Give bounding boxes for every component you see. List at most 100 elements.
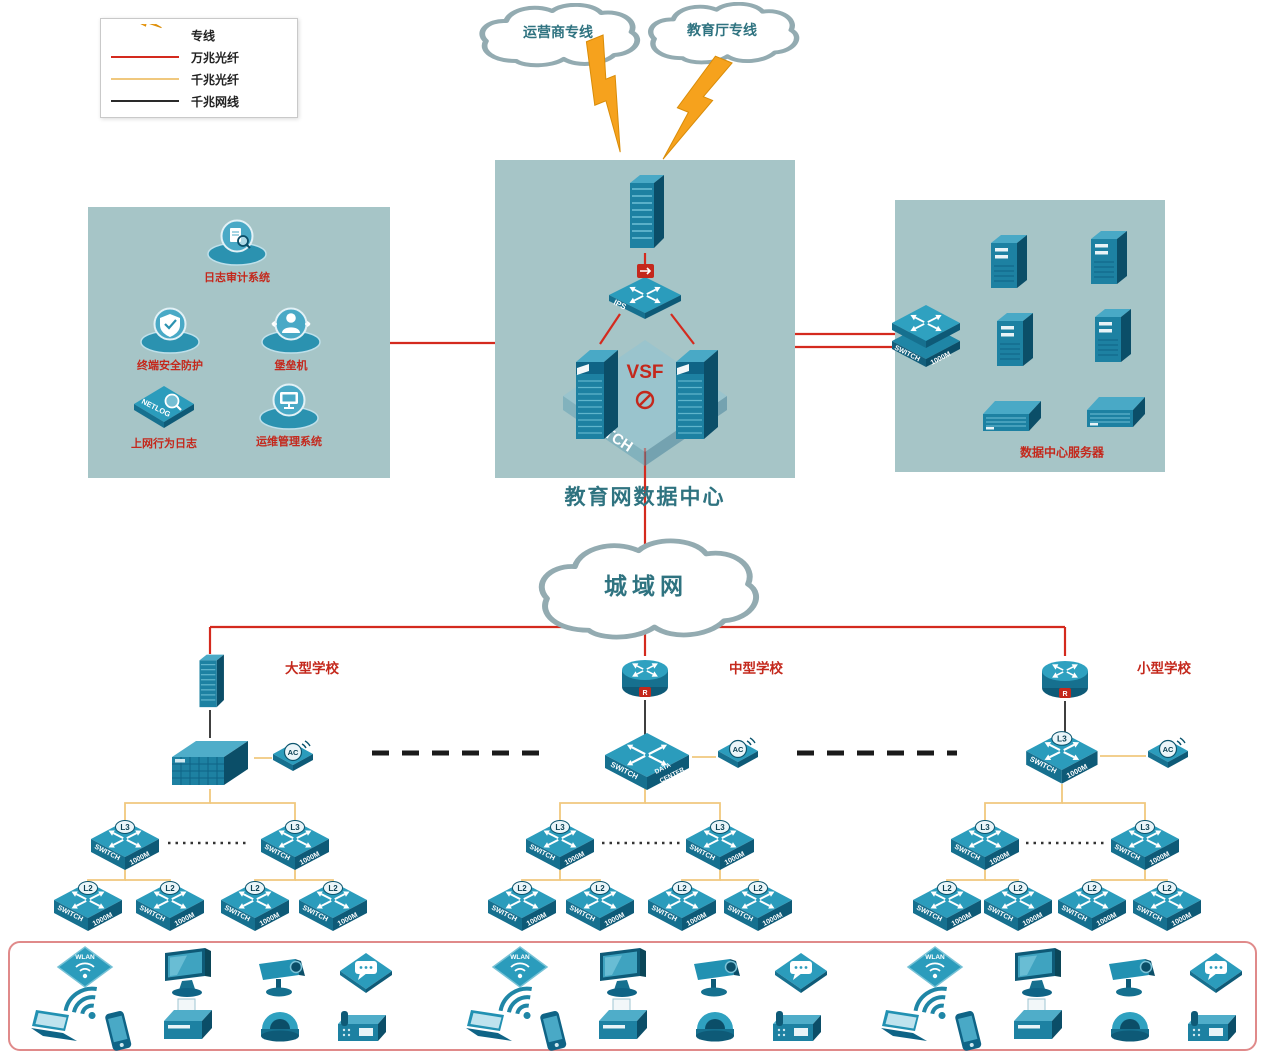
- small-school-ac: AC: [1144, 733, 1192, 775]
- legend-item-dedicated-line: 专线: [111, 24, 287, 46]
- svg-text:L3: L3: [980, 823, 990, 832]
- svg-text:L2: L2: [83, 884, 93, 893]
- legend-label: 千兆网线: [191, 94, 240, 109]
- school1-laptop: [25, 1007, 83, 1049]
- terminal-security-protection: 终端安全防护: [134, 302, 206, 373]
- school1-fax-machine: [333, 1006, 391, 1050]
- svg-text:R: R: [1062, 691, 1067, 698]
- ips-device: IPS: [605, 263, 685, 319]
- school3-wlan-ap: WLAN: [904, 944, 966, 990]
- server-zone-title: 数据中心服务器: [1019, 445, 1105, 460]
- svg-text:L3: L3: [1057, 733, 1067, 743]
- core-gateway: [621, 170, 669, 254]
- svg-text:L2: L2: [1013, 884, 1023, 893]
- school1-wlan-ap: WLAN: [54, 944, 116, 990]
- school2-wifi-signal: [495, 982, 543, 1026]
- svg-text:L3: L3: [1140, 823, 1150, 832]
- svg-text:L2: L2: [165, 884, 175, 893]
- svg-text:R: R: [642, 690, 647, 697]
- connection-yellow-line: [559, 787, 646, 822]
- school2-fax-machine: [768, 1006, 826, 1050]
- svg-text:L2: L2: [677, 884, 687, 893]
- legend-label: 千兆光纤: [191, 72, 240, 87]
- large-school-label: 大型学校: [285, 661, 339, 676]
- dc-rack-server-2: [1082, 389, 1150, 435]
- svg-text:VSF: VSF: [627, 362, 664, 383]
- school2-printer: [592, 997, 650, 1045]
- small-school-router: R: [1039, 657, 1091, 701]
- legend: 专线 万兆光纤 千兆光纤 千兆网线: [100, 18, 298, 118]
- svg-text:AC: AC: [1163, 745, 1174, 754]
- ops-management-system: 运维管理系统: [253, 378, 325, 449]
- school2-dome-camera: [692, 1007, 738, 1047]
- yellow-line-icon: [111, 78, 179, 80]
- lightning-icon: [111, 24, 179, 46]
- dc-server-2: [1083, 224, 1133, 292]
- legend-item-1g-fiber: 千兆光纤: [111, 68, 287, 90]
- dc-rack-server-1: [978, 393, 1046, 439]
- svg-text:L2: L2: [517, 884, 527, 893]
- legend-item-1g-cable: 千兆网线: [111, 90, 287, 112]
- datacenter-title: 教育网数据中心: [564, 485, 726, 509]
- dc-server-1: [983, 228, 1033, 296]
- school3-fax-machine: [1183, 1006, 1241, 1050]
- svg-text:L2: L2: [250, 884, 260, 893]
- small-school-label: 小型学校: [1137, 661, 1191, 676]
- school3-voip-phone: [1186, 949, 1246, 993]
- red-line-icon: [111, 56, 179, 58]
- svg-text:L2: L2: [1087, 884, 1097, 893]
- school2-ptz-camera: [684, 951, 746, 1001]
- school1-smartphone: [103, 1009, 133, 1054]
- school2-wlan-ap: WLAN: [489, 944, 551, 990]
- school2-desktop-pc: [592, 944, 654, 1000]
- large-school-gateway: [193, 651, 228, 711]
- svg-text:L3: L3: [555, 823, 565, 832]
- svg-text:L2: L2: [595, 884, 605, 893]
- school1-wifi-signal: [60, 982, 108, 1026]
- cloud-isp-line: 运营商专线: [473, 3, 643, 69]
- svg-text:L3: L3: [120, 823, 130, 832]
- school2-smartphone: [538, 1009, 568, 1054]
- svg-text:L3: L3: [290, 823, 300, 832]
- school1-ptz-camera: [249, 951, 311, 1001]
- school1-printer: [157, 997, 215, 1045]
- large-school-core-device: [163, 732, 257, 794]
- school3-laptop: [875, 1007, 933, 1049]
- school1-voip-phone: [336, 949, 396, 993]
- school3-wifi-signal: [910, 982, 958, 1026]
- school1-dome-camera: [257, 1007, 303, 1047]
- svg-text:L2: L2: [328, 884, 338, 893]
- legend-item-10g-fiber: 万兆光纤: [111, 46, 287, 68]
- svg-text:WLAN: WLAN: [75, 954, 95, 961]
- svg-text:L2: L2: [1162, 884, 1172, 893]
- school3-ptz-camera: [1099, 951, 1161, 1001]
- dc-server-4: [1087, 302, 1137, 370]
- dc-server-3: [989, 306, 1039, 374]
- svg-text:AC: AC: [288, 748, 299, 757]
- school3-desktop-pc: [1007, 944, 1069, 1000]
- cloud-edu-line: 教育厅专线: [642, 2, 802, 66]
- school3-dome-camera: [1107, 1007, 1153, 1047]
- medium-school-ac: AC: [714, 733, 762, 775]
- school3-printer: [1007, 997, 1065, 1045]
